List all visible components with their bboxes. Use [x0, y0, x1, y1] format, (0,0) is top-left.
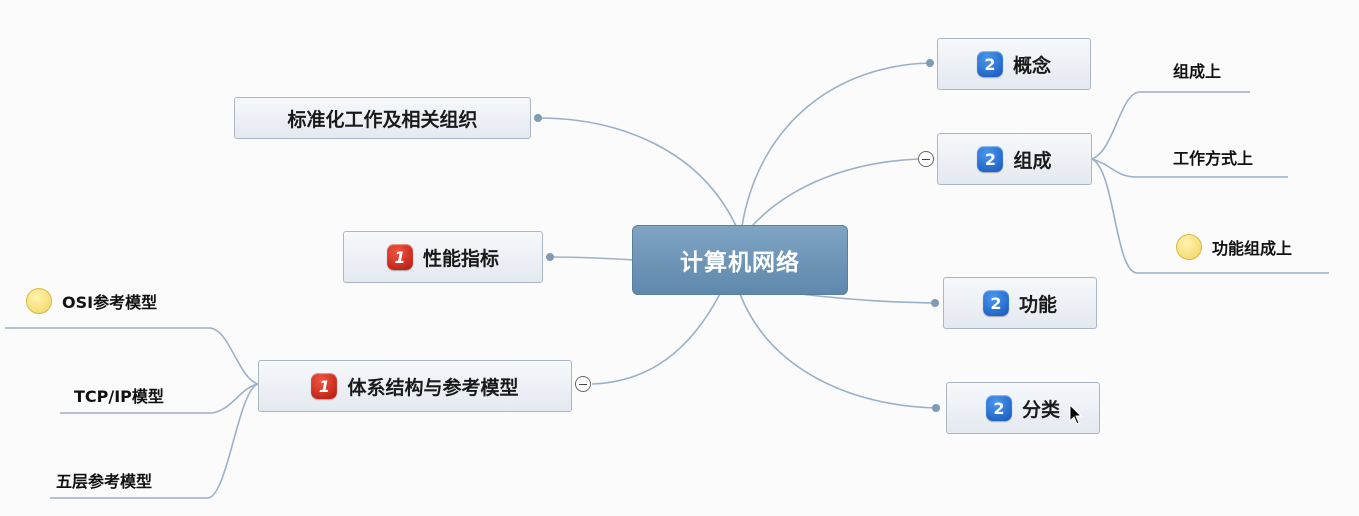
subtopic-label: TCP/IP模型 — [74, 387, 164, 406]
subtopic-architecture-tcpip[interactable]: TCP/IP模型 — [74, 383, 164, 407]
link-architecture-1 — [5, 327, 259, 385]
link-root-composition — [751, 158, 919, 227]
subtopic-label: 工作方式上 — [1173, 149, 1254, 168]
topic-architecture[interactable]: 1 体系结构与参考模型 — [258, 360, 572, 412]
subtopic-composition-structure[interactable]: 组成上 — [1173, 58, 1221, 82]
priority-2-icon: 2 — [976, 51, 1003, 77]
subtopic-composition-function[interactable]: 功能组成上 — [1176, 234, 1292, 260]
topic-label: 组成 — [1013, 149, 1052, 172]
topic-concept[interactable]: 2 概念 — [937, 38, 1091, 90]
topic-classification[interactable]: 2 分类 — [946, 382, 1100, 434]
connector-dot — [546, 253, 554, 261]
subtopic-label: 五层参考模型 — [56, 472, 153, 491]
link-root-architecture — [591, 293, 721, 385]
link-composition-1 — [1091, 91, 1250, 160]
connector-dot — [534, 114, 542, 122]
topic-performance[interactable]: 1 性能指标 — [343, 231, 543, 283]
link-architecture-2 — [60, 383, 259, 414]
subtopic-label: 功能组成上 — [1212, 239, 1293, 258]
link-architecture-3 — [50, 383, 259, 499]
subtopic-label: OSI参考模型 — [62, 293, 158, 312]
priority-2-icon: 2 — [977, 146, 1004, 172]
connector-dot — [926, 59, 934, 67]
priority-1-icon: 1 — [311, 373, 338, 399]
link-root-concept — [741, 62, 931, 227]
connector-dot — [931, 299, 939, 307]
priority-2-icon: 2 — [985, 395, 1012, 421]
connector-dot — [932, 404, 940, 412]
link-root-standards — [537, 117, 737, 227]
topic-label: 性能指标 — [422, 247, 499, 270]
subtopic-architecture-osi[interactable]: OSI参考模型 — [26, 288, 157, 314]
topic-label: 概念 — [1012, 54, 1051, 77]
root-topic-label: 计算机网络 — [680, 250, 800, 276]
topic-function[interactable]: 2 功能 — [943, 277, 1097, 329]
smiley-icon — [26, 288, 52, 314]
priority-1-icon: 1 — [386, 244, 413, 270]
collapse-icon[interactable] — [575, 376, 591, 392]
link-composition-2 — [1091, 158, 1288, 178]
mouse-cursor-icon — [1069, 404, 1083, 425]
topic-composition[interactable]: 2 组成 — [937, 133, 1092, 185]
link-root-classification — [739, 293, 936, 409]
subtopic-architecture-five-layer[interactable]: 五层参考模型 — [56, 468, 152, 492]
subtopic-label: 组成上 — [1173, 62, 1222, 81]
topic-label: 分类 — [1021, 398, 1060, 421]
link-composition-3 — [1091, 158, 1329, 274]
topic-label: 标准化工作及相关组织 — [287, 108, 478, 131]
link-root-function — [799, 293, 935, 304]
priority-2-icon: 2 — [982, 290, 1009, 316]
link-root-performance — [549, 256, 635, 261]
smiley-icon — [1176, 234, 1202, 260]
root-topic[interactable]: 计算机网络 — [632, 225, 848, 295]
collapse-icon[interactable] — [918, 151, 934, 167]
topic-label: 功能 — [1018, 293, 1057, 316]
subtopic-composition-workmode[interactable]: 工作方式上 — [1173, 145, 1253, 169]
topic-label: 体系结构与参考模型 — [347, 376, 519, 399]
topic-standards[interactable]: 标准化工作及相关组织 — [234, 97, 531, 139]
